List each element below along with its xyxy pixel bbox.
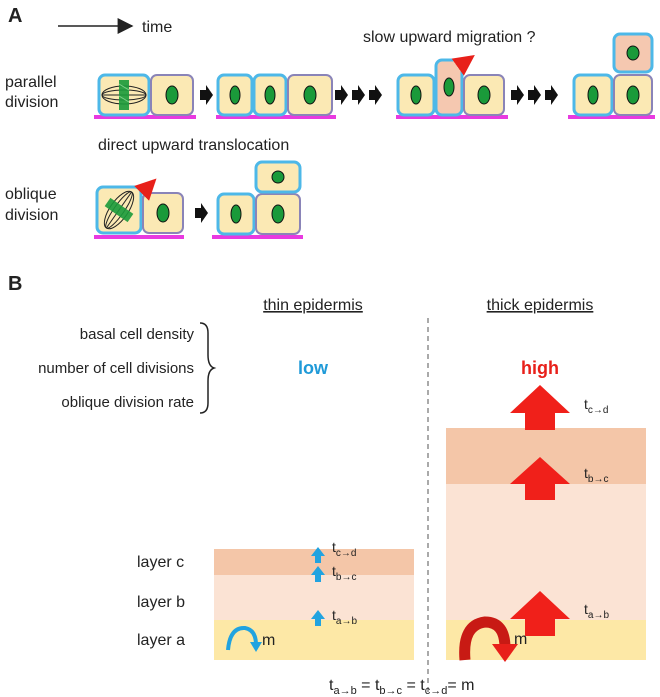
multi-step-arrows <box>335 85 382 105</box>
thick-up-arrow-cd-icon <box>510 385 570 430</box>
upward-migration-arrow <box>451 54 475 76</box>
thin-t-cd-label: tc→d <box>332 539 356 559</box>
thin-up-arrow-bc-icon <box>311 566 325 582</box>
thick-m-label: m <box>514 631 527 648</box>
parallel-stage-3 <box>396 54 508 119</box>
parallel-stage-1 <box>94 73 196 119</box>
thin-up-arrow-cd-icon <box>311 547 325 563</box>
thick-up-arrow-bc-icon <box>510 457 570 500</box>
thick-t-bc-label: tb→c <box>584 465 608 485</box>
row-label-oblique-rate: oblique division rate <box>61 394 194 411</box>
thick-t-ab-label: ta→b <box>584 601 609 621</box>
parallel-stage-2 <box>216 73 336 119</box>
row-label-cell-divisions: number of cell divisions <box>38 360 194 377</box>
layer-a-label: layer a <box>137 632 185 649</box>
direct-translocation-arrow <box>134 178 157 201</box>
row-label-basal-density: basal cell density <box>80 326 195 343</box>
parallel-label-line1: parallel <box>5 74 57 91</box>
oblique-spindle-icon <box>103 190 135 230</box>
equation: ta→b = tb→c = tc→d= m <box>329 677 474 697</box>
oblique-label-line1: oblique <box>5 186 57 203</box>
nucleus <box>165 85 179 105</box>
thick-curved-arrow-icon <box>459 616 518 662</box>
thin-m-label: m <box>262 632 275 649</box>
thin-epidermis-title: thin epidermis <box>263 297 363 314</box>
thick-up-arrow-ab-icon <box>510 591 570 636</box>
oblique-stage-2 <box>212 160 303 239</box>
multi-step-arrows-2 <box>511 85 558 105</box>
thin-t-ab-label: ta→b <box>332 607 357 627</box>
spindle-icon <box>101 80 147 110</box>
thin-layer-b <box>214 575 414 620</box>
thin-t-bc-label: tb→c <box>332 563 356 583</box>
curly-brace <box>199 322 217 414</box>
oblique-step-arrow <box>195 203 208 223</box>
time-label: time <box>142 19 172 36</box>
thick-t-cd-label: tc→d <box>584 396 608 416</box>
parallel-stage-4 <box>568 32 655 119</box>
thin-curved-arrow-icon <box>226 625 262 652</box>
layer-c-label: layer c <box>137 554 184 571</box>
thick-epidermis-title: thick epidermis <box>487 297 594 314</box>
thin-up-arrow-ab-icon <box>311 610 325 626</box>
parallel-label-line2: division <box>5 94 58 111</box>
panel-b-label: B <box>8 273 22 295</box>
direct-translocation-label: direct upward translocation <box>98 137 289 154</box>
layer-b-label: layer b <box>137 594 185 611</box>
panel-a-label: A <box>8 5 22 27</box>
slow-migration-label: slow upward migration ? <box>363 29 536 46</box>
thin-level-low: low <box>298 358 329 378</box>
oblique-label-line2: division <box>5 207 58 224</box>
thick-level-high: high <box>521 358 559 378</box>
oblique-stage-1 <box>94 178 184 239</box>
step-arrow <box>200 85 213 105</box>
thin-epidermis-layers <box>214 549 414 660</box>
